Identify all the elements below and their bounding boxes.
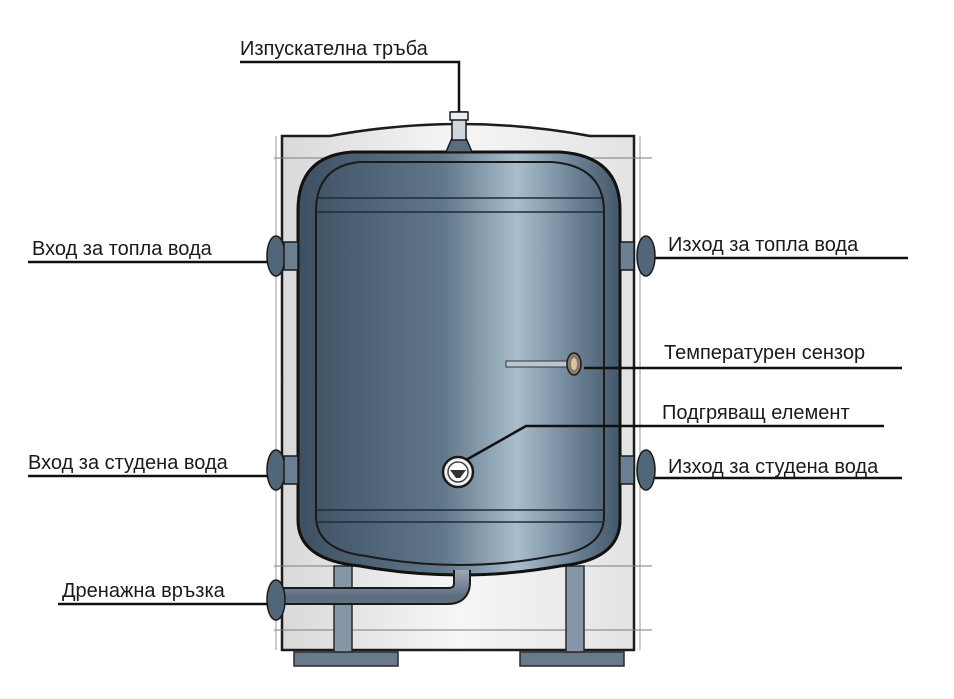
cold-outlet-fitting: [619, 449, 656, 491]
drain-label: Дренажна връзка: [62, 580, 225, 602]
left-leg: [333, 565, 353, 653]
right-leg: [565, 565, 585, 653]
temperature-sensor: [505, 352, 582, 376]
hot-outlet-fitting: [619, 235, 656, 277]
drain-pipe: [266, 570, 471, 621]
cold-inlet-fitting: [266, 449, 299, 491]
vent-pipe-leader: [240, 60, 461, 112]
hot-inlet-fitting: [266, 235, 299, 277]
heating-element: [441, 455, 475, 489]
cold-inlet-label: Вход за студена вода: [28, 452, 228, 474]
hot-inlet-label: Вход за топла вода: [32, 238, 212, 260]
vent-pipe-label: Изпускателна тръба: [240, 38, 428, 60]
cold-outlet-label: Изход за студена вода: [668, 456, 879, 478]
hot-outlet-label: Изход за топла вода: [668, 234, 859, 256]
temp-sensor-label: Температурен сензор: [664, 342, 866, 364]
heater-leader: [465, 424, 884, 462]
left-foot: [293, 651, 399, 667]
heater-label: Подгряващ елемент: [662, 402, 850, 424]
right-foot: [519, 651, 625, 667]
vent-pipe: [444, 111, 474, 153]
inner-vessel: [296, 150, 622, 577]
leader-lines: [28, 60, 908, 606]
